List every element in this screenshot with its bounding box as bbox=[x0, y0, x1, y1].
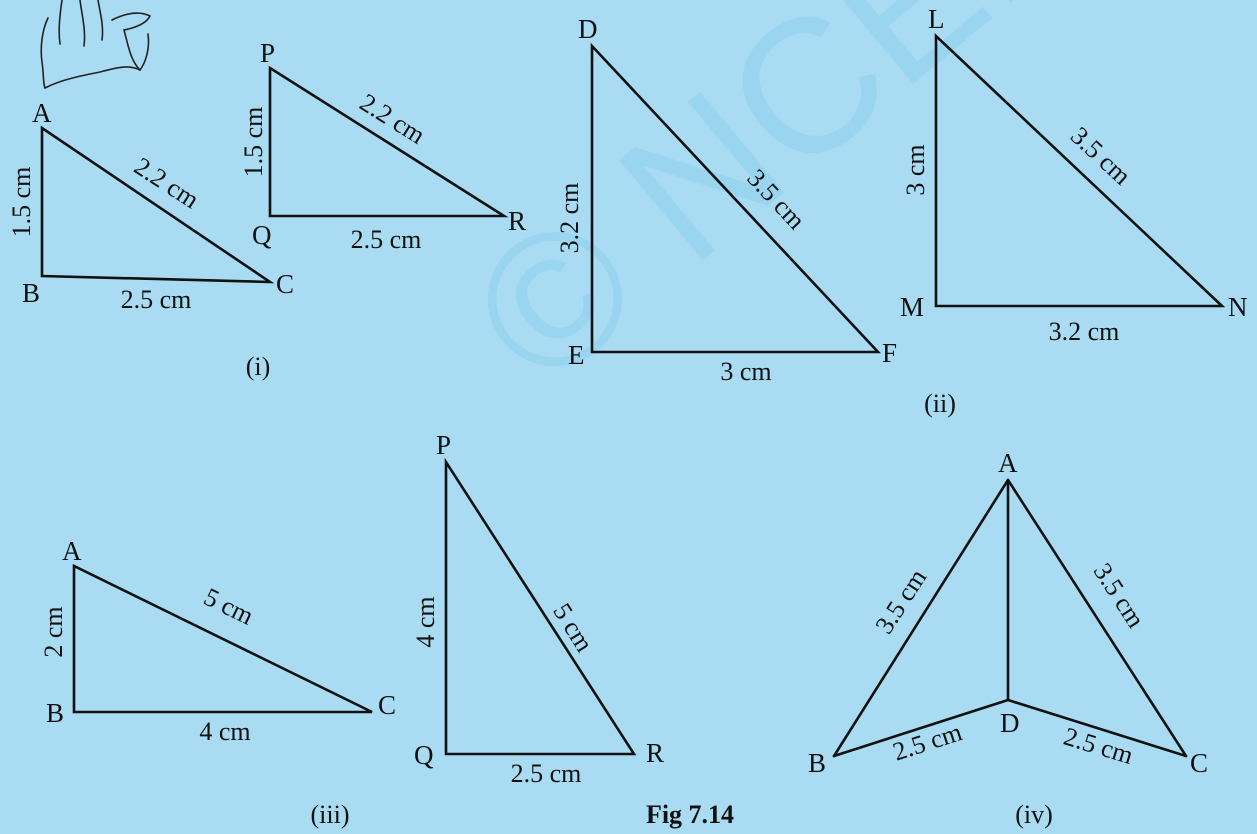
vertex-label-iv-a: A bbox=[998, 448, 1018, 478]
cartoon-figure-illustration bbox=[40, 0, 151, 89]
vertex-label-i-p: P bbox=[260, 38, 275, 68]
triangle-iii-abc: A B C 2 cm 5 cm 4 cm bbox=[39, 536, 396, 746]
triangle-ii-lmn-shape bbox=[934, 32, 1226, 308]
vertex-label-i-a: A bbox=[32, 98, 52, 128]
vertex-label-ii-n: N bbox=[1228, 292, 1248, 322]
edge-iv-bd bbox=[832, 698, 1010, 758]
vertex-label-ii-e: E bbox=[568, 340, 585, 370]
measure-iii-ab: 2 cm bbox=[39, 606, 68, 657]
vertex-label-iii-c: C bbox=[378, 690, 396, 720]
figure-title: Fig 7.14 bbox=[646, 800, 734, 829]
measure-ii-ln: 3.5 cm bbox=[1065, 121, 1137, 190]
vertex-label-i-r: R bbox=[508, 206, 526, 236]
vertex-label-iii-b: B bbox=[46, 698, 64, 728]
vertex-label-iii-r: R bbox=[646, 738, 664, 768]
edge-iv-dc bbox=[1006, 698, 1188, 758]
edge-iv-ab bbox=[832, 478, 1010, 758]
vertex-label-i-q: Q bbox=[252, 220, 272, 250]
vertex-label-iv-c: C bbox=[1190, 748, 1208, 778]
measure-ii-lm: 3 cm bbox=[901, 144, 930, 195]
vertex-label-iii-p: P bbox=[436, 430, 451, 460]
triangle-i-pqr-shape bbox=[268, 65, 509, 218]
measure-iv-ab: 3.5 cm bbox=[869, 564, 932, 639]
measure-iii-qr: 2.5 cm bbox=[511, 759, 582, 788]
vertex-label-ii-l: L bbox=[928, 4, 945, 34]
caption-i: (i) bbox=[246, 352, 271, 381]
measure-iii-ac: 5 cm bbox=[199, 582, 258, 631]
vertex-label-i-c: C bbox=[276, 269, 294, 299]
vertex-label-i-b: B bbox=[22, 278, 40, 308]
measure-ii-mn: 3.2 cm bbox=[1049, 317, 1120, 346]
figure-iv-abdc: A B C D 3.5 cm 3.5 cm 2.5 cm 2.5 cm bbox=[808, 448, 1208, 778]
triangle-i-abc-shape bbox=[40, 125, 275, 284]
measure-i-bc: 2.5 cm bbox=[121, 285, 192, 314]
caption-iv: (iv) bbox=[1015, 800, 1053, 829]
measure-i-pr: 2.2 cm bbox=[355, 88, 430, 150]
measure-i-pq: 1.5 cm bbox=[239, 107, 268, 178]
caption-ii: (ii) bbox=[924, 389, 956, 418]
vertex-label-ii-f: F bbox=[882, 338, 897, 368]
vertex-label-ii-d: D bbox=[578, 14, 598, 44]
triangle-iii-abc-shape bbox=[72, 563, 373, 714]
edge-iv-ac bbox=[1006, 478, 1188, 758]
measure-ii-de: 3.2 cm bbox=[555, 183, 584, 254]
measure-iii-bc: 4 cm bbox=[199, 717, 250, 746]
measure-iii-pr: 5 cm bbox=[547, 598, 599, 657]
measure-ii-ef: 3 cm bbox=[720, 357, 771, 386]
measure-i-qr: 2.5 cm bbox=[351, 225, 422, 254]
vertex-label-iii-q: Q bbox=[414, 740, 434, 770]
measure-i-ac: 2.2 cm bbox=[129, 151, 204, 214]
measure-iii-pq: 4 cm bbox=[411, 596, 440, 647]
measure-iv-ac: 3.5 cm bbox=[1088, 558, 1151, 633]
triangle-ii-def-shape bbox=[590, 42, 881, 354]
vertex-label-iv-b: B bbox=[808, 748, 826, 778]
vertex-label-ii-m: M bbox=[900, 292, 924, 322]
triangle-iii-pqr: P Q R 4 cm 5 cm 2.5 cm bbox=[411, 430, 664, 788]
vertex-label-iii-a: A bbox=[62, 536, 82, 566]
measure-i-ab: 1.5 cm bbox=[7, 167, 36, 238]
caption-iii: (iii) bbox=[311, 800, 350, 829]
vertex-label-iv-d: D bbox=[1000, 708, 1020, 738]
triangle-iii-pqr-shape bbox=[444, 457, 637, 756]
